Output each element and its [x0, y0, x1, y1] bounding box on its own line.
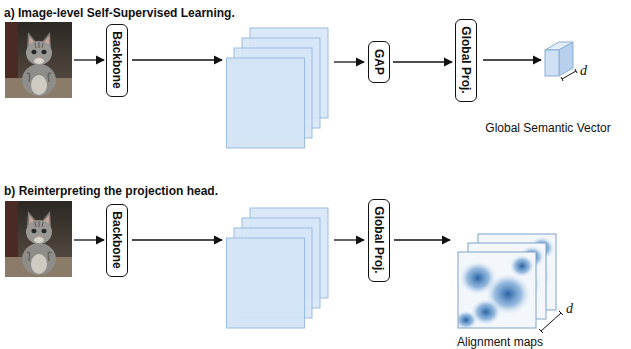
panel-heading: a) Image-level Self-Supervised Learning.	[4, 6, 235, 20]
cube-front	[545, 50, 559, 76]
dimension-label: d	[580, 63, 587, 78]
map-border	[458, 252, 536, 328]
dimension-label: d	[566, 301, 573, 316]
process-box: GAP	[368, 41, 390, 83]
feature-maps	[227, 208, 329, 328]
flow-arrow	[74, 239, 104, 240]
label-slot: d	[566, 299, 573, 317]
flow-arrow	[483, 59, 541, 60]
box-label: Global Proj.	[372, 206, 386, 273]
flow-arrow	[393, 61, 452, 62]
flow-arrow	[132, 239, 222, 240]
process-box: Backbone	[106, 204, 128, 277]
label-slot: a) Image-level Self-Supervised Learning.	[4, 3, 235, 21]
process-box: Global Proj.	[455, 19, 477, 102]
label-slot: Alignment maps	[457, 332, 543, 349]
box-label: Global Proj.	[459, 26, 473, 93]
process-box: Global Proj.	[368, 199, 390, 282]
label-slot: d	[580, 61, 587, 79]
flow-arrow	[132, 59, 222, 60]
dimension-bracket	[561, 69, 577, 81]
cube-side	[559, 42, 573, 76]
feature-maps	[227, 28, 329, 148]
process-box: Backbone	[106, 24, 128, 97]
label-slot: b) Reinterpreting the projection head.	[4, 181, 218, 199]
heat-map	[454, 252, 536, 330]
dimension-bracket	[539, 311, 563, 333]
box-label: Backbone	[110, 211, 124, 268]
caption-label: Alignment maps	[457, 335, 543, 349]
alignment-maps	[454, 234, 556, 330]
flow-arrow	[334, 61, 364, 62]
box-label: GAP	[372, 49, 386, 75]
flow-arrow	[74, 59, 104, 60]
panel-heading: b) Reinterpreting the projection head.	[4, 184, 218, 198]
caption-label: Global Semantic Vector	[485, 121, 610, 135]
vector-cube	[545, 42, 573, 76]
cat-photo	[5, 201, 72, 277]
cat-photo	[5, 22, 72, 98]
label-slot: Global Semantic Vector	[485, 118, 610, 136]
flow-arrow	[334, 239, 364, 240]
flow-arrow	[394, 239, 450, 240]
box-label: Backbone	[110, 31, 124, 88]
